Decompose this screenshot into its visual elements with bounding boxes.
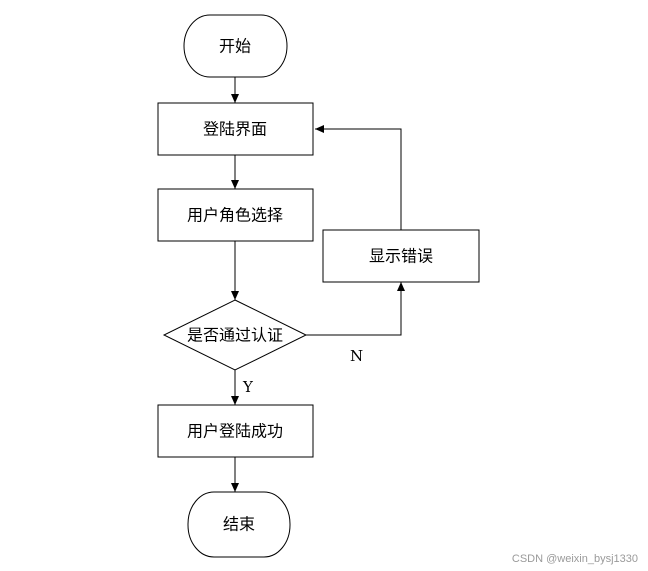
login-success-label: 用户登陆成功 xyxy=(187,422,283,441)
edge-error-to-login xyxy=(315,125,402,230)
start-terminator xyxy=(183,14,288,78)
edge-decision-to-error xyxy=(306,282,405,336)
auth-decision-label: 是否通过认证 xyxy=(187,326,283,345)
edge-label-no: N xyxy=(350,347,363,365)
start-label: 开始 xyxy=(219,37,251,56)
role-select-label: 用户角色选择 xyxy=(187,206,283,225)
login-page-label: 登陆界面 xyxy=(203,120,267,139)
show-error-label: 显示错误 xyxy=(369,247,433,266)
auth-decision-diamond xyxy=(162,299,308,371)
show-error-box xyxy=(322,229,480,283)
end-terminator xyxy=(187,491,291,558)
edge-label-yes: Y xyxy=(242,378,254,396)
login-success-box xyxy=(157,404,314,458)
role-select-box xyxy=(157,188,314,242)
end-label: 结束 xyxy=(223,515,255,534)
login-page-box xyxy=(157,102,314,156)
csdn-watermark: CSDN @weixin_bysj1330 xyxy=(511,553,638,565)
